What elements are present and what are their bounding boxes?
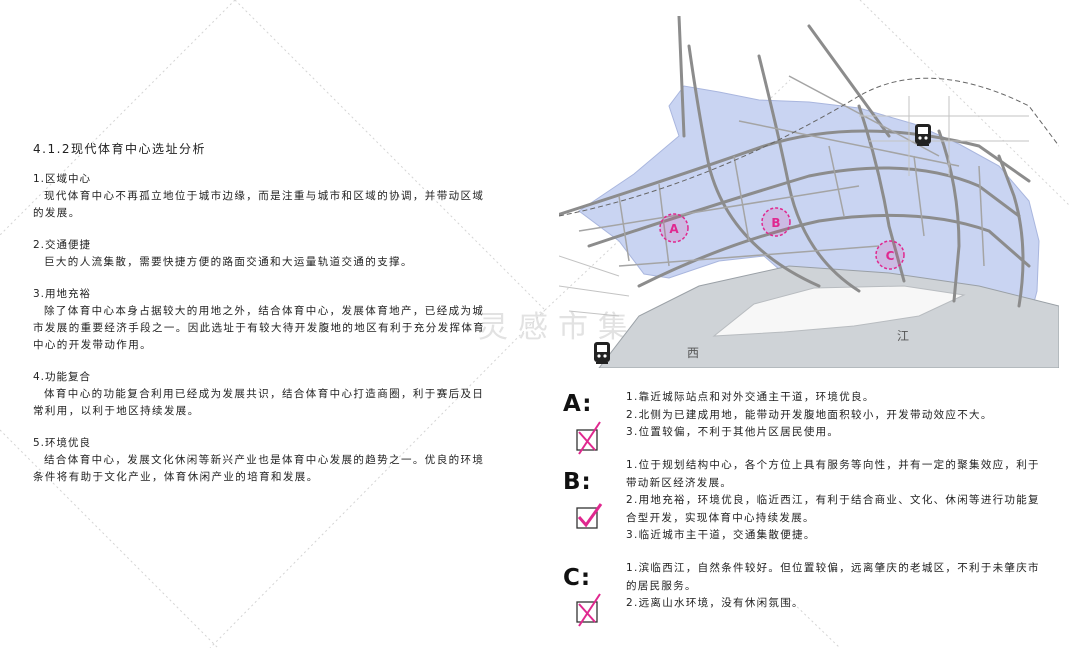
criterion-item: 4.功能复合 体育中心的功能复合利用已经成为发展共识，结合体育中心打造商圈，利于… bbox=[33, 369, 488, 420]
train-station-icon bbox=[915, 124, 931, 146]
criterion-text: 体育中心的功能复合利用已经成为发展共识，结合体育中心打造商圈，利于赛后及日常利用… bbox=[33, 388, 485, 417]
option-point: 1.靠近城际站点和对外交通主干道，环境优良。 bbox=[626, 391, 875, 403]
railway-line bbox=[559, 77, 1059, 217]
site-marker-c[interactable]: C bbox=[875, 240, 905, 270]
option-c-label: C: bbox=[563, 565, 592, 591]
train-station-icon bbox=[594, 342, 610, 364]
option-point: 2.用地充裕，环境优良，临近西江，有利于结合商业、文化、休闲等进行功能复合型开发… bbox=[626, 494, 1040, 524]
option-c-description: 1.滨临西江，自然条件较好。但位置较偏，远离肇庆的老城区，不利于未肇庆市的居民服… bbox=[626, 560, 1044, 613]
criterion-heading: 2.交通便捷 bbox=[33, 239, 92, 251]
criterion-heading: 4.功能复合 bbox=[33, 371, 92, 383]
river-island bbox=[712, 285, 966, 337]
criterion-item: 2.交通便捷 巨大的人流集散，需要快捷方便的路面交通和大运量轨道交通的支撑。 bbox=[33, 237, 488, 271]
svg-text:B: B bbox=[771, 216, 780, 230]
option-a-label: A: bbox=[563, 391, 593, 417]
option-point: 3.临近城市主干道，交通集散便捷。 bbox=[626, 529, 816, 541]
svg-text:C: C bbox=[886, 249, 895, 263]
criterion-heading: 3.用地充裕 bbox=[33, 288, 92, 300]
criterion-text: 除了体育中心本身占据较大的用地之外，结合体育中心，发展体育地产，已经成为城市发展… bbox=[33, 305, 486, 351]
option-c-rejected-icon bbox=[576, 593, 601, 627]
criterion-heading: 1.区域中心 bbox=[33, 173, 92, 185]
option-b-label: B: bbox=[563, 469, 592, 495]
option-a-description: 1.靠近城际站点和对外交通主干道，环境优良。 2.北侧为已建成用地，能带动开发腹… bbox=[626, 389, 1044, 442]
criterion-text: 结合体育中心，发展文化休闲等新兴产业也是体育中心发展的趋势之一。优良的环境条件将… bbox=[33, 454, 485, 483]
criterion-heading: 5.环境优良 bbox=[33, 437, 92, 449]
criterion-text: 现代体育中心不再孤立地位于城市边缘，而是注重与城市和区域的协调，并带动区域的发展… bbox=[33, 190, 485, 219]
site-analysis-section: 4.1.2现代体育中心选址分析 1.区域中心 现代体育中心不再孤立地位于城市边缘… bbox=[33, 140, 488, 501]
site-map: A B C 西 江 bbox=[559, 16, 1059, 368]
svg-text:A: A bbox=[669, 222, 679, 236]
criterion-item: 5.环境优良 结合体育中心，发展文化休闲等新兴产业也是体育中心发展的趋势之一。优… bbox=[33, 435, 488, 486]
option-point: 2.北侧为已建成用地，能带动开发腹地面积较小，开发带动效应不大。 bbox=[626, 408, 993, 421]
watermark: 灵感市集 bbox=[478, 310, 638, 345]
river-label-jiang: 江 bbox=[897, 329, 909, 343]
site-marker-b[interactable]: B bbox=[761, 207, 791, 237]
option-a-rejected-icon bbox=[576, 421, 601, 455]
option-b-selected-icon bbox=[576, 503, 603, 529]
option-point: 3.位置较偏，不利于其他片区居民使用。 bbox=[626, 426, 840, 438]
option-point: 2.远离山水环境，没有休闲氛围。 bbox=[626, 597, 804, 609]
option-point: 1.滨临西江，自然条件较好。但位置较偏，远离肇庆的老城区，不利于未肇庆市的居民服… bbox=[626, 562, 1040, 592]
criterion-item: 1.区域中心 现代体育中心不再孤立地位于城市边缘，而是注重与城市和区域的协调，并… bbox=[33, 171, 488, 222]
criterion-item: 3.用地充裕 除了体育中心本身占据较大的用地之外，结合体育中心，发展体育地产，已… bbox=[33, 286, 488, 354]
site-marker-a[interactable]: A bbox=[659, 213, 689, 243]
option-point: 1.位于规划结构中心，各个方位上具有服务等向性，并有一定的聚集效应，利于带动新区… bbox=[626, 459, 1040, 489]
criterion-text: 巨大的人流集散，需要快捷方便的路面交通和大运量轨道交通的支撑。 bbox=[44, 256, 413, 268]
river-label-xi: 西 bbox=[687, 346, 699, 360]
option-b-description: 1.位于规划结构中心，各个方位上具有服务等向性，并有一定的聚集效应，利于带动新区… bbox=[626, 457, 1044, 545]
section-title: 4.1.2现代体育中心选址分析 bbox=[33, 142, 207, 156]
